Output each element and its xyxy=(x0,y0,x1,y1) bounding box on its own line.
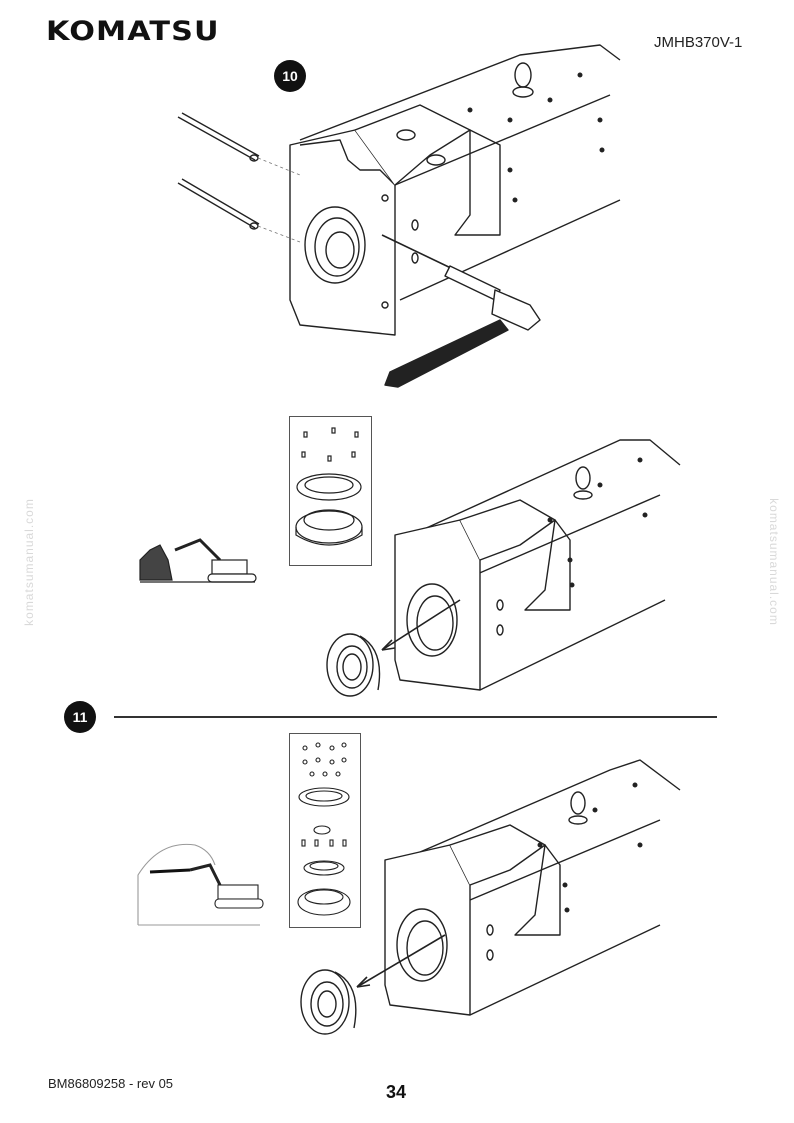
step-10-badge: 10 xyxy=(274,60,306,92)
step-number: 11 xyxy=(72,709,88,725)
model-code: JMHB370V-1 xyxy=(654,34,743,51)
step-11-badge: 11 xyxy=(64,701,96,733)
seal-kit-inset xyxy=(289,416,372,566)
page-number: 34 xyxy=(386,1082,407,1102)
document-code: BM86809258 - rev 05 xyxy=(48,1076,174,1091)
step-number: 10 xyxy=(282,68,298,84)
section-divider xyxy=(114,716,717,718)
komatsu-logo: KOMATSU xyxy=(46,16,220,47)
